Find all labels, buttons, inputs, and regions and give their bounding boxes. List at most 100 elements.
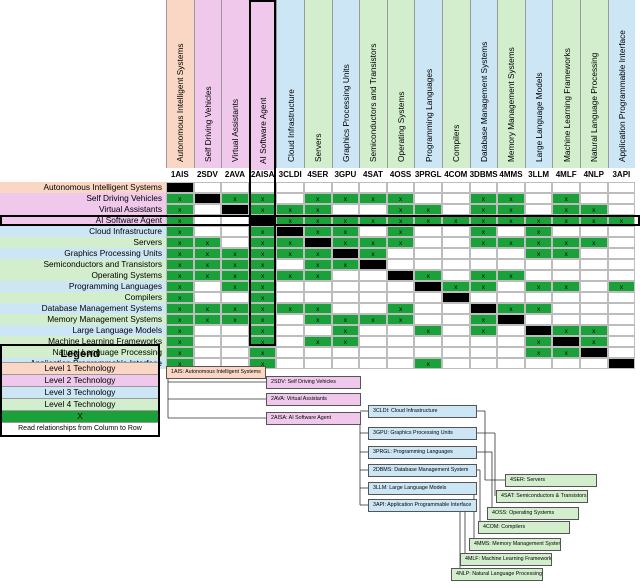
- matrix-cell: [359, 281, 387, 292]
- legend-item: Level 1 Technology: [2, 362, 158, 374]
- matrix-cell: x: [166, 237, 194, 248]
- column-code-4oss: 4OSS: [389, 170, 412, 179]
- matrix-cell: x: [304, 259, 332, 270]
- matrix-cell: [469, 292, 498, 303]
- matrix-cell: [331, 248, 360, 259]
- matrix-cell: [304, 182, 332, 193]
- matrix-cell: [221, 292, 249, 303]
- matrix-cell: [442, 347, 470, 358]
- matrix-cell: x: [469, 270, 498, 281]
- matrix-cell: x: [304, 226, 332, 237]
- matrix-cell: x: [414, 358, 442, 369]
- matrix-cell: [469, 336, 498, 347]
- matrix-cell: [497, 358, 525, 369]
- matrix-cell: x: [469, 226, 498, 237]
- matrix-cell: [166, 182, 194, 193]
- matrix-cell: [580, 270, 608, 281]
- matrix-cell: [386, 336, 415, 347]
- matrix-cell: x: [166, 303, 194, 314]
- matrix-cell: [607, 226, 636, 237]
- matrix-cell: [469, 347, 498, 358]
- column-header-bg: [553, 0, 580, 168]
- matrix-cell: [221, 325, 249, 336]
- matrix-cell: [442, 292, 470, 303]
- matrix-cell: [497, 336, 525, 347]
- matrix-cell: [607, 358, 636, 369]
- column-header-bg: [167, 0, 194, 168]
- matrix-cell: [276, 281, 304, 292]
- legend-item: X: [2, 410, 158, 422]
- matrix-cell: [331, 292, 360, 303]
- column-header-bg: [250, 2, 275, 170]
- matrix-cell: [414, 248, 442, 259]
- column-header-bg: [581, 0, 608, 168]
- matrix-cell: [580, 193, 608, 204]
- row-label-3llm: Large Language Models: [0, 325, 164, 336]
- matrix-cell: [469, 182, 498, 193]
- matrix-cell: [386, 182, 415, 193]
- matrix-cell: [497, 281, 525, 292]
- matrix-cell: [331, 270, 360, 281]
- matrix-cell: x: [221, 193, 249, 204]
- matrix-cell: [359, 325, 387, 336]
- matrix-cell: x: [276, 248, 304, 259]
- matrix-cell: [524, 358, 553, 369]
- matrix-cell: x: [166, 270, 194, 281]
- matrix-cell: [442, 303, 470, 314]
- matrix-cell: x: [331, 237, 360, 248]
- tree-node-level3: 3API: Application Programmable Interface: [368, 499, 477, 512]
- matrix-cell: [497, 226, 525, 237]
- column-header-bg: [608, 0, 636, 168]
- matrix-cell: [276, 347, 304, 358]
- matrix-cell: [580, 347, 608, 358]
- matrix-cell: x: [386, 237, 415, 248]
- matrix-cell: [580, 281, 608, 292]
- column-code-3cldi: 3CLDI: [278, 170, 302, 179]
- matrix-cell: [276, 193, 304, 204]
- matrix-cell: x: [524, 303, 553, 314]
- matrix-cell: x: [580, 237, 608, 248]
- matrix-cell: x: [166, 204, 194, 215]
- matrix-cell: x: [469, 204, 498, 215]
- matrix-cell: [442, 226, 470, 237]
- tree-node-level3: 3GPU: Graphics Processing Units: [368, 427, 477, 440]
- matrix-cell: [442, 204, 470, 215]
- matrix-cell: [193, 281, 222, 292]
- matrix-cell: x: [607, 281, 636, 292]
- matrix-cell: [552, 336, 580, 347]
- column-header-bg: [525, 0, 553, 168]
- matrix-cell: [331, 204, 360, 215]
- matrix-cell: [607, 325, 636, 336]
- matrix-cell: [386, 347, 415, 358]
- matrix-cell: [221, 237, 249, 248]
- matrix-cell: [414, 292, 442, 303]
- matrix-cell: x: [497, 193, 525, 204]
- matrix-cell: [580, 248, 608, 259]
- matrix-cell: x: [193, 270, 222, 281]
- matrix-cell: x: [166, 226, 194, 237]
- matrix-cell: x: [193, 314, 222, 325]
- matrix-cell: [524, 204, 553, 215]
- matrix-cell: [193, 336, 222, 347]
- matrix-cell: x: [552, 248, 580, 259]
- tree-node-level3: 2DBMS: Database Management System: [368, 464, 477, 477]
- matrix-cell: x: [359, 248, 387, 259]
- matrix-cell: [442, 270, 470, 281]
- column-header-bg: [415, 0, 442, 168]
- matrix-cell: [524, 325, 553, 336]
- matrix-cell: x: [304, 336, 332, 347]
- matrix-cell: [386, 358, 415, 369]
- column-code-4mms: 4MMS: [499, 170, 523, 179]
- column-code-4sat: 4SAT: [363, 170, 383, 179]
- matrix-cell: [221, 336, 249, 347]
- matrix-cell: [414, 237, 442, 248]
- matrix-cell: x: [304, 193, 332, 204]
- matrix-cell: [304, 358, 332, 369]
- row-label-1ais: Autonomous Intelligent Systems: [0, 182, 164, 193]
- column-header-1ais: Autonomous Intelligent Systems: [166, 0, 194, 168]
- matrix-cell: [524, 259, 553, 270]
- matrix-cell: [414, 303, 442, 314]
- matrix-cell: [497, 314, 525, 325]
- matrix-cell: [221, 226, 249, 237]
- matrix-cell: [331, 347, 360, 358]
